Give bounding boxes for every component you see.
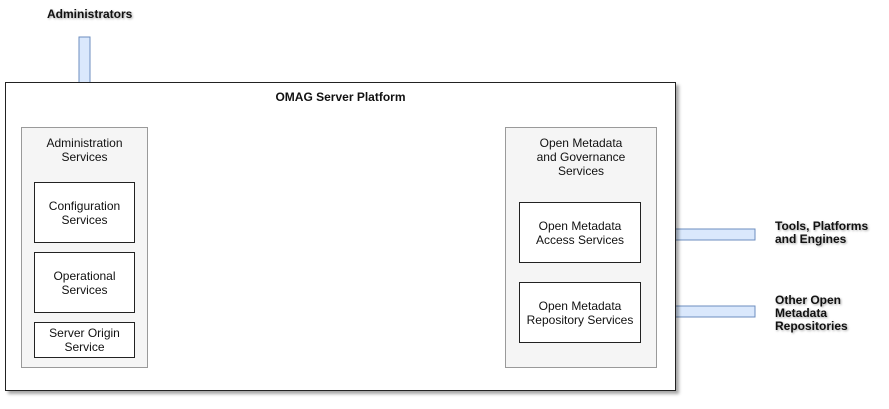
operational-services-box[interactable]: Operational Services: [34, 252, 135, 313]
administration-services-title: Administration Services: [21, 136, 148, 164]
repository-services-line1: Open Metadata: [538, 298, 622, 313]
server-origin-line2: Service: [64, 340, 105, 354]
access-services-line2: Access Services: [535, 232, 625, 247]
server-origin-line1: Server Origin: [49, 326, 120, 340]
server-origin-service-box[interactable]: Server Origin Service: [34, 322, 135, 358]
operational-services-line1: Operational: [53, 268, 116, 283]
omag-services-title: Open Metadata and Governance Services: [505, 136, 657, 178]
omag-title-line1: Open Metadata: [539, 136, 623, 150]
operational-services-line2: Services: [61, 282, 108, 297]
repositories-label-line3: Repositories: [775, 319, 848, 333]
tools-label: Tools, Platforms and Engines: [775, 220, 868, 246]
platform-title: OMAG Server Platform: [275, 90, 406, 104]
configuration-services-box[interactable]: Configuration Services: [34, 182, 135, 243]
omag-title-line2: and Governance: [536, 150, 626, 164]
configuration-services-line1: Configuration: [48, 198, 121, 213]
repositories-label-line1: Other Open: [775, 293, 842, 307]
repositories-label: Other Open Metadata Repositories: [775, 294, 848, 333]
access-services-box[interactable]: Open Metadata Access Services: [519, 202, 641, 263]
tools-label-line2: and Engines: [775, 232, 847, 246]
administration-title-line2: Services: [61, 150, 108, 164]
repository-services-line2: Repository Services: [526, 312, 634, 327]
administrators-label: Administrators: [47, 7, 133, 21]
omag-title-line3: Services: [557, 164, 604, 178]
tools-label-line1: Tools, Platforms: [775, 219, 869, 233]
administration-title-line1: Administration: [46, 136, 123, 150]
configuration-services-line2: Services: [61, 212, 108, 227]
repository-services-box[interactable]: Open Metadata Repository Services: [519, 282, 641, 343]
access-services-line1: Open Metadata: [538, 218, 622, 233]
repositories-label-line2: Metadata: [775, 306, 828, 320]
